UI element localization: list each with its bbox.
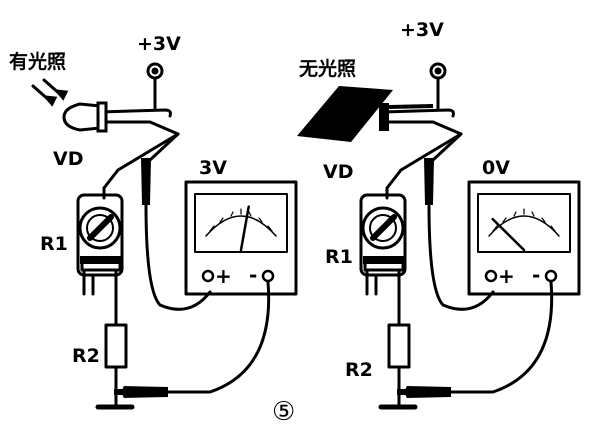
meter-reading: 3V <box>199 157 227 179</box>
left-circuit: 有光照 +3V VD R1 R2 3V + - <box>9 33 296 407</box>
photodiode-covered <box>297 86 434 142</box>
meter-needle <box>239 205 250 252</box>
figure-number: ⑤ <box>272 397 295 427</box>
light-arrows-icon <box>31 78 69 107</box>
photodiode-lit <box>62 101 108 133</box>
pot-r1-label: R1 <box>40 233 68 255</box>
meter-reading: 0V <box>482 157 510 179</box>
diode-label: VD <box>323 161 353 183</box>
light-condition-label: 有光照 <box>9 50 66 73</box>
resistor-r2-label: R2 <box>72 345 100 367</box>
supply-voltage-label: +3V <box>137 33 181 55</box>
meter-plus-sign: + <box>498 264 515 288</box>
meter-plus-sign: + <box>215 264 232 288</box>
meter-minus-sign: - <box>249 263 257 287</box>
light-condition-label: 无光照 <box>299 57 356 80</box>
meter-minus-sign: - <box>532 263 540 287</box>
meter-needle <box>491 217 526 252</box>
supply-voltage-label: +3V <box>400 19 444 41</box>
right-circuit: 无光照 +3V VD R1 R2 0V + - <box>297 19 579 407</box>
resistor-r2-label: R2 <box>345 359 373 381</box>
diode-label: VD <box>53 148 83 170</box>
pot-r1-label: R1 <box>325 246 353 268</box>
